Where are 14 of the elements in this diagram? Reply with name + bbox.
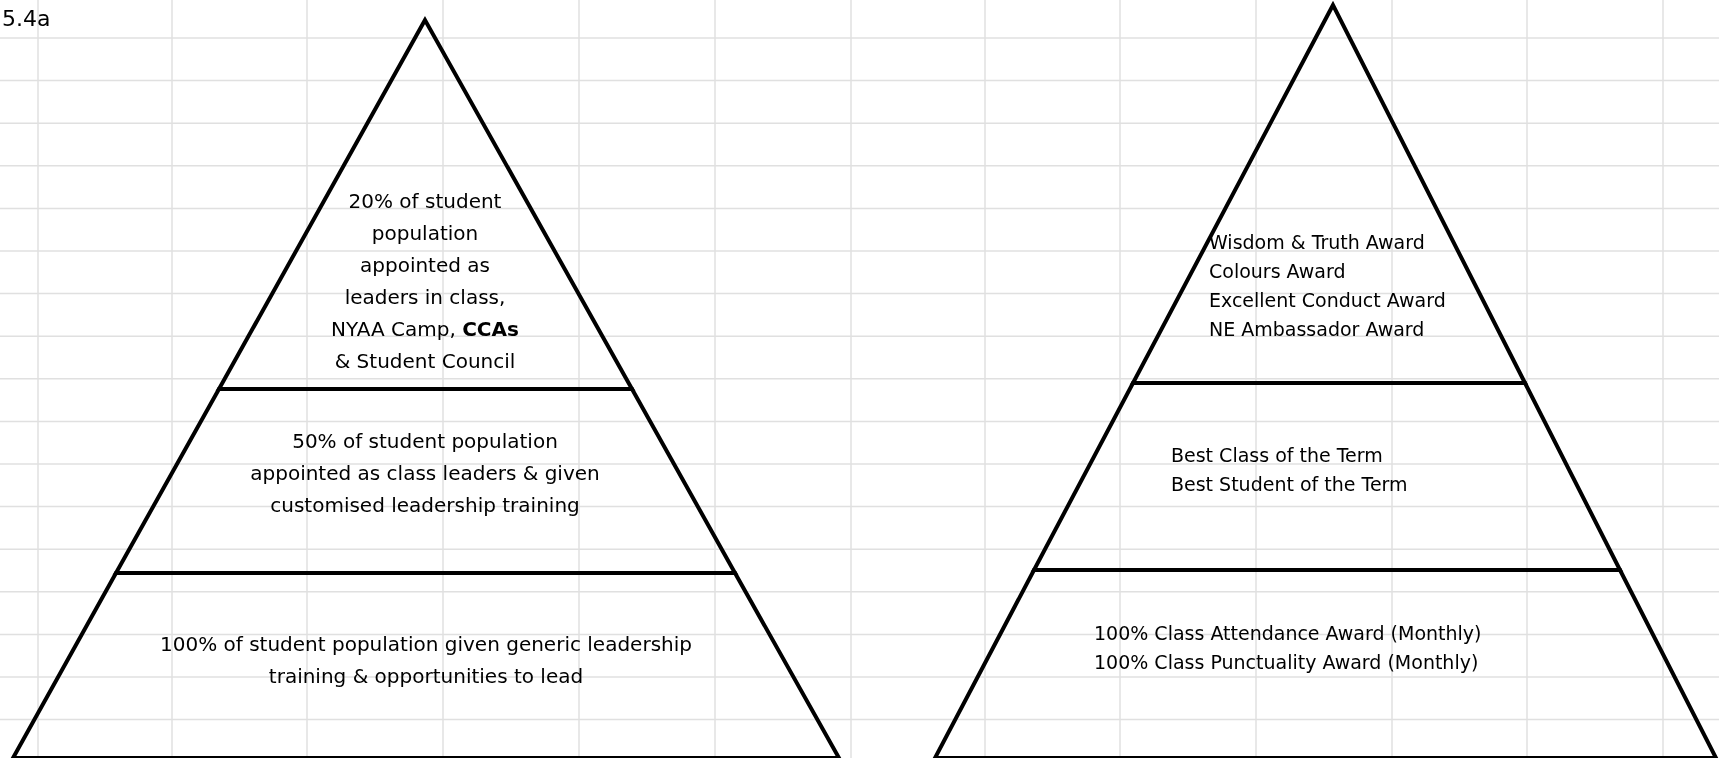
tier-text: 20% of student population appointed as leaders in class, NYAA Camp, CCAs & Student Council: [330, 188, 520, 375]
pyramid-tier: [13, 573, 839, 758]
tier-text: NE Ambassador Award: [1209, 317, 1425, 342]
tier-text: Best Class of the Term: [1171, 443, 1383, 468]
tier-text: 100% Class Attendance Award (Monthly): [1094, 621, 1482, 646]
pyramid-tier: [935, 570, 1716, 758]
tier-text: 50% of student population appointed as class leaders & given customised leadership training: [249, 428, 601, 519]
tier-text: Best Student of the Term: [1171, 472, 1408, 497]
figure-number: 5.4a: [2, 6, 51, 31]
tier-text: Excellent Conduct Award: [1209, 288, 1446, 313]
tier-text: Wisdom & Truth Award: [1209, 230, 1425, 255]
tier-text: Colours Award: [1209, 259, 1346, 284]
tier-text: 100% of student population given generic leadership training & opportunities to lead: [159, 631, 693, 690]
tier-text: 100% Class Punctuality Award (Monthly): [1094, 650, 1479, 675]
